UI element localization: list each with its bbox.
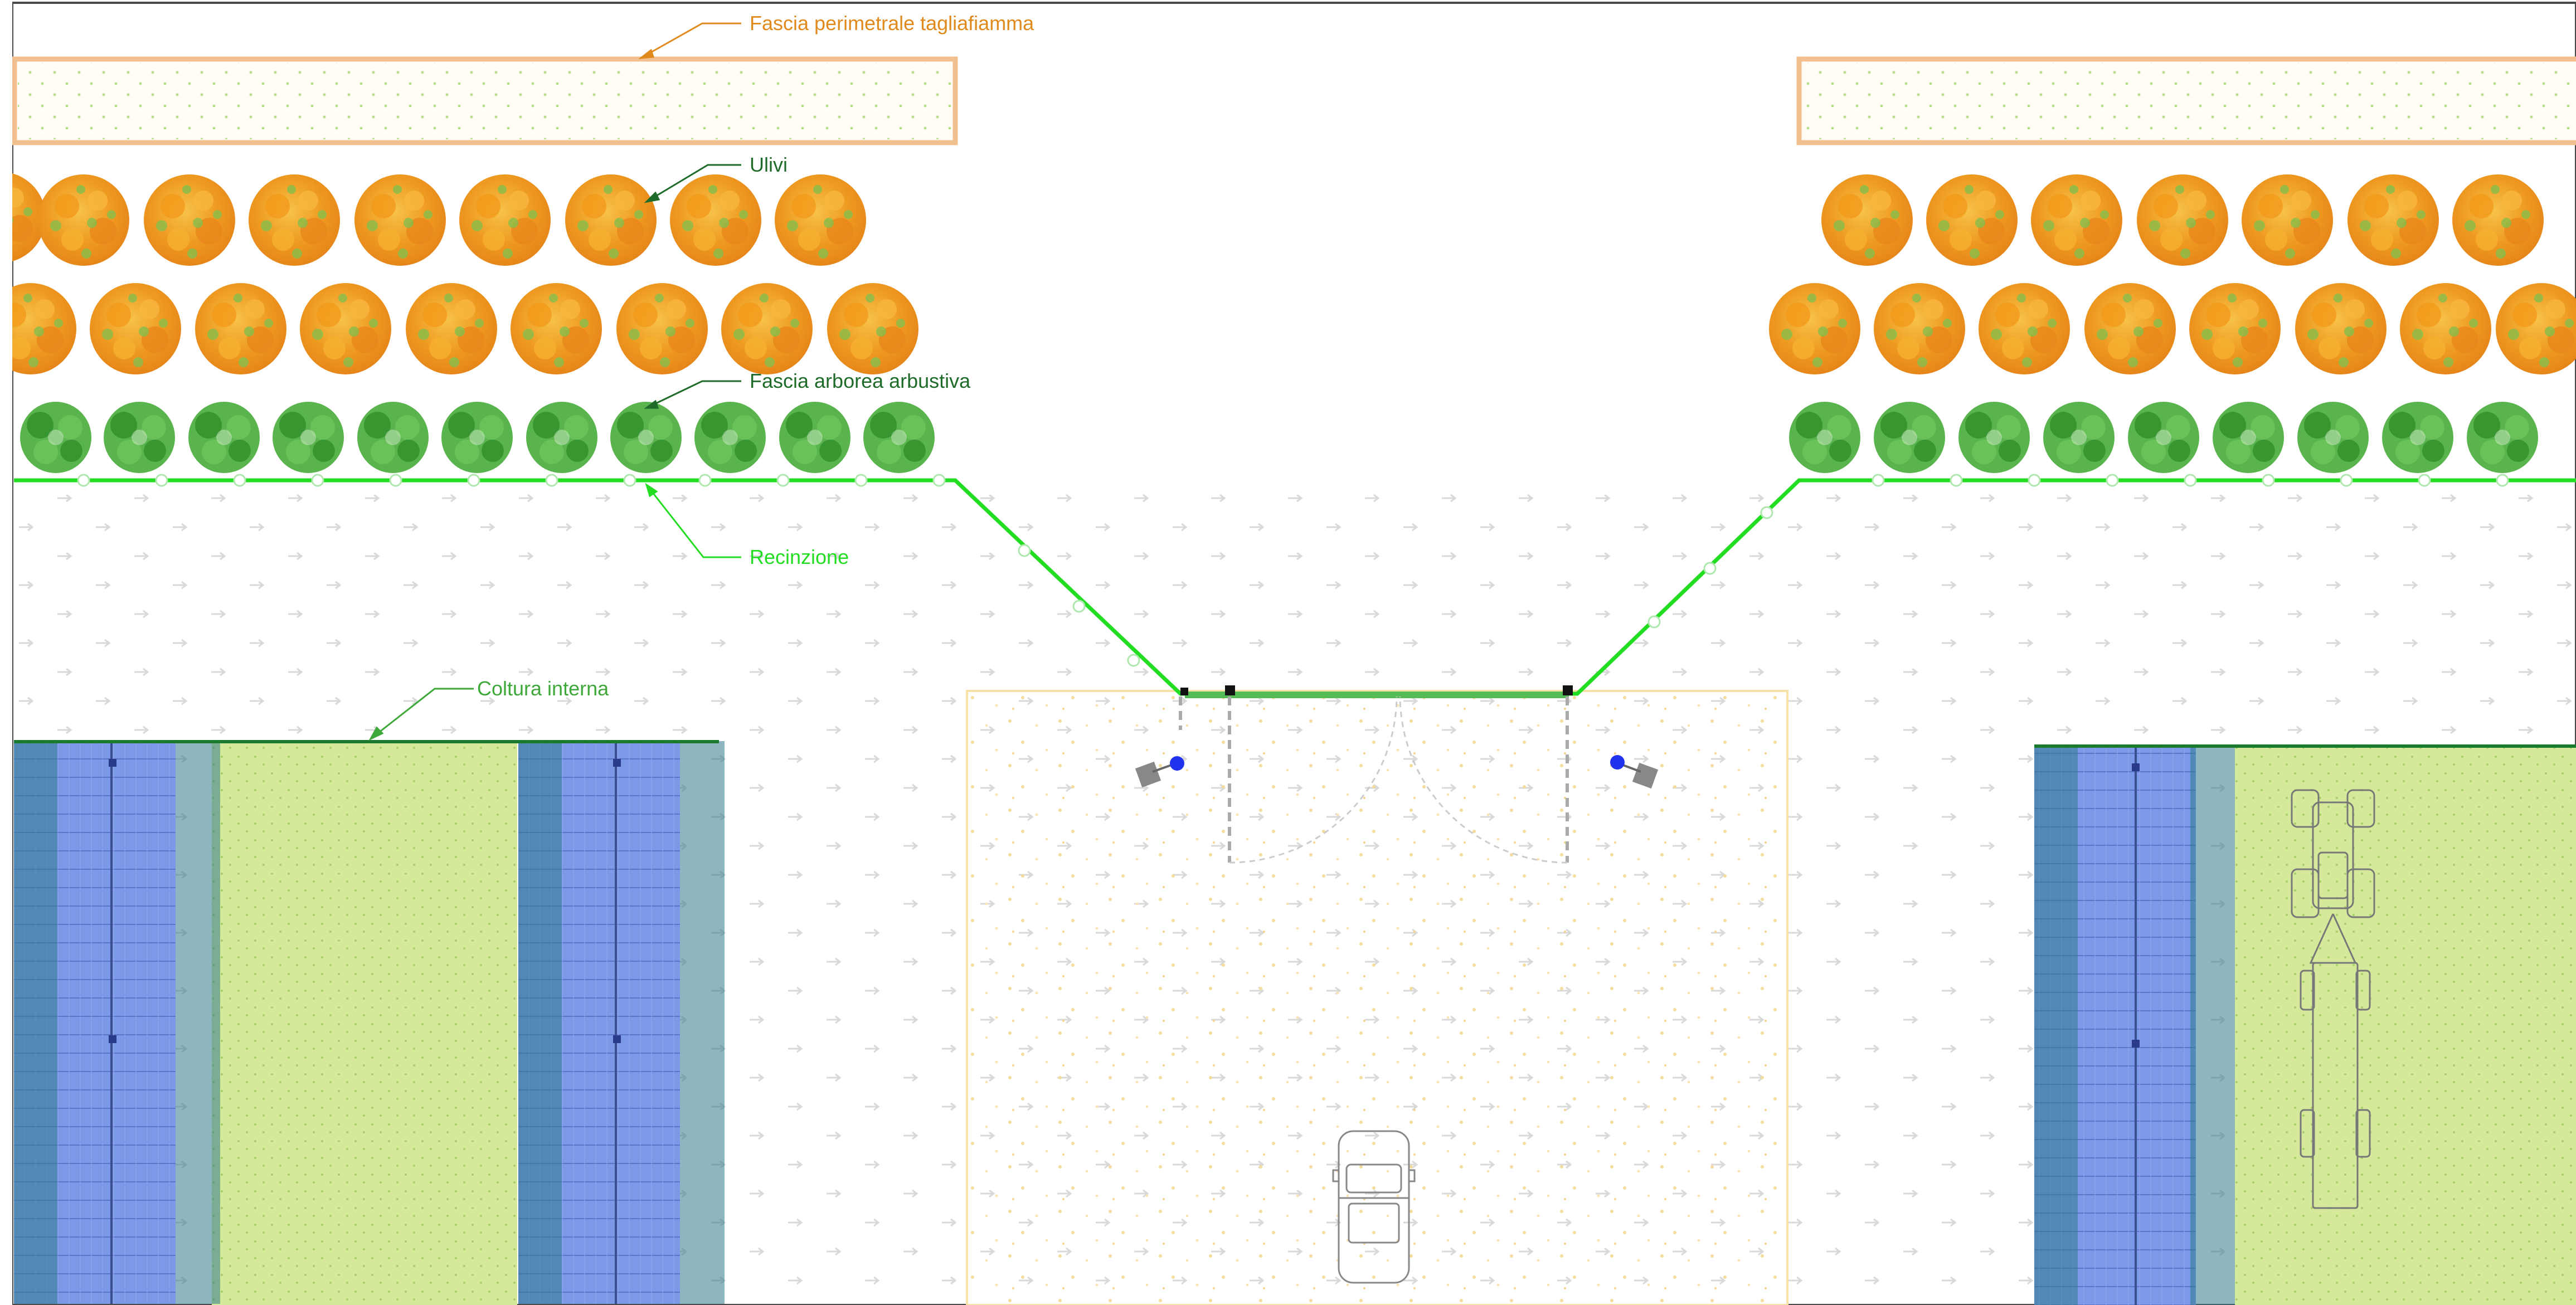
label-shrubs: Fascia arborea arbustiva xyxy=(750,369,971,392)
entrance-gate xyxy=(1179,685,1573,864)
leader-fence xyxy=(645,483,741,558)
label-fence: Recinzione xyxy=(750,546,849,568)
firebreak-band-right xyxy=(1796,56,2576,145)
leader-crop xyxy=(368,688,474,741)
pv-field-right xyxy=(2034,744,2576,1305)
label-olives: Ulivi xyxy=(750,153,788,176)
camera-left-icon xyxy=(1135,756,1184,788)
shrub-row-left xyxy=(20,402,935,473)
camera-right-icon xyxy=(1610,755,1659,789)
leader-firebreak xyxy=(638,22,741,59)
driveway-area xyxy=(966,690,1788,1305)
tractor-outline xyxy=(2291,789,2375,1209)
fence-posts xyxy=(77,474,2509,667)
firebreak-band-left xyxy=(12,56,958,145)
car-outline xyxy=(1332,1130,1416,1284)
leader-olives xyxy=(644,164,741,203)
shrub-row-right xyxy=(1789,402,2538,473)
pv-field-left xyxy=(13,740,726,1305)
label-firebreak: Fascia perimetrale tagliafiamma xyxy=(750,12,1034,35)
leader-shrubs xyxy=(644,380,741,409)
label-crop: Coltura interna xyxy=(477,677,609,700)
